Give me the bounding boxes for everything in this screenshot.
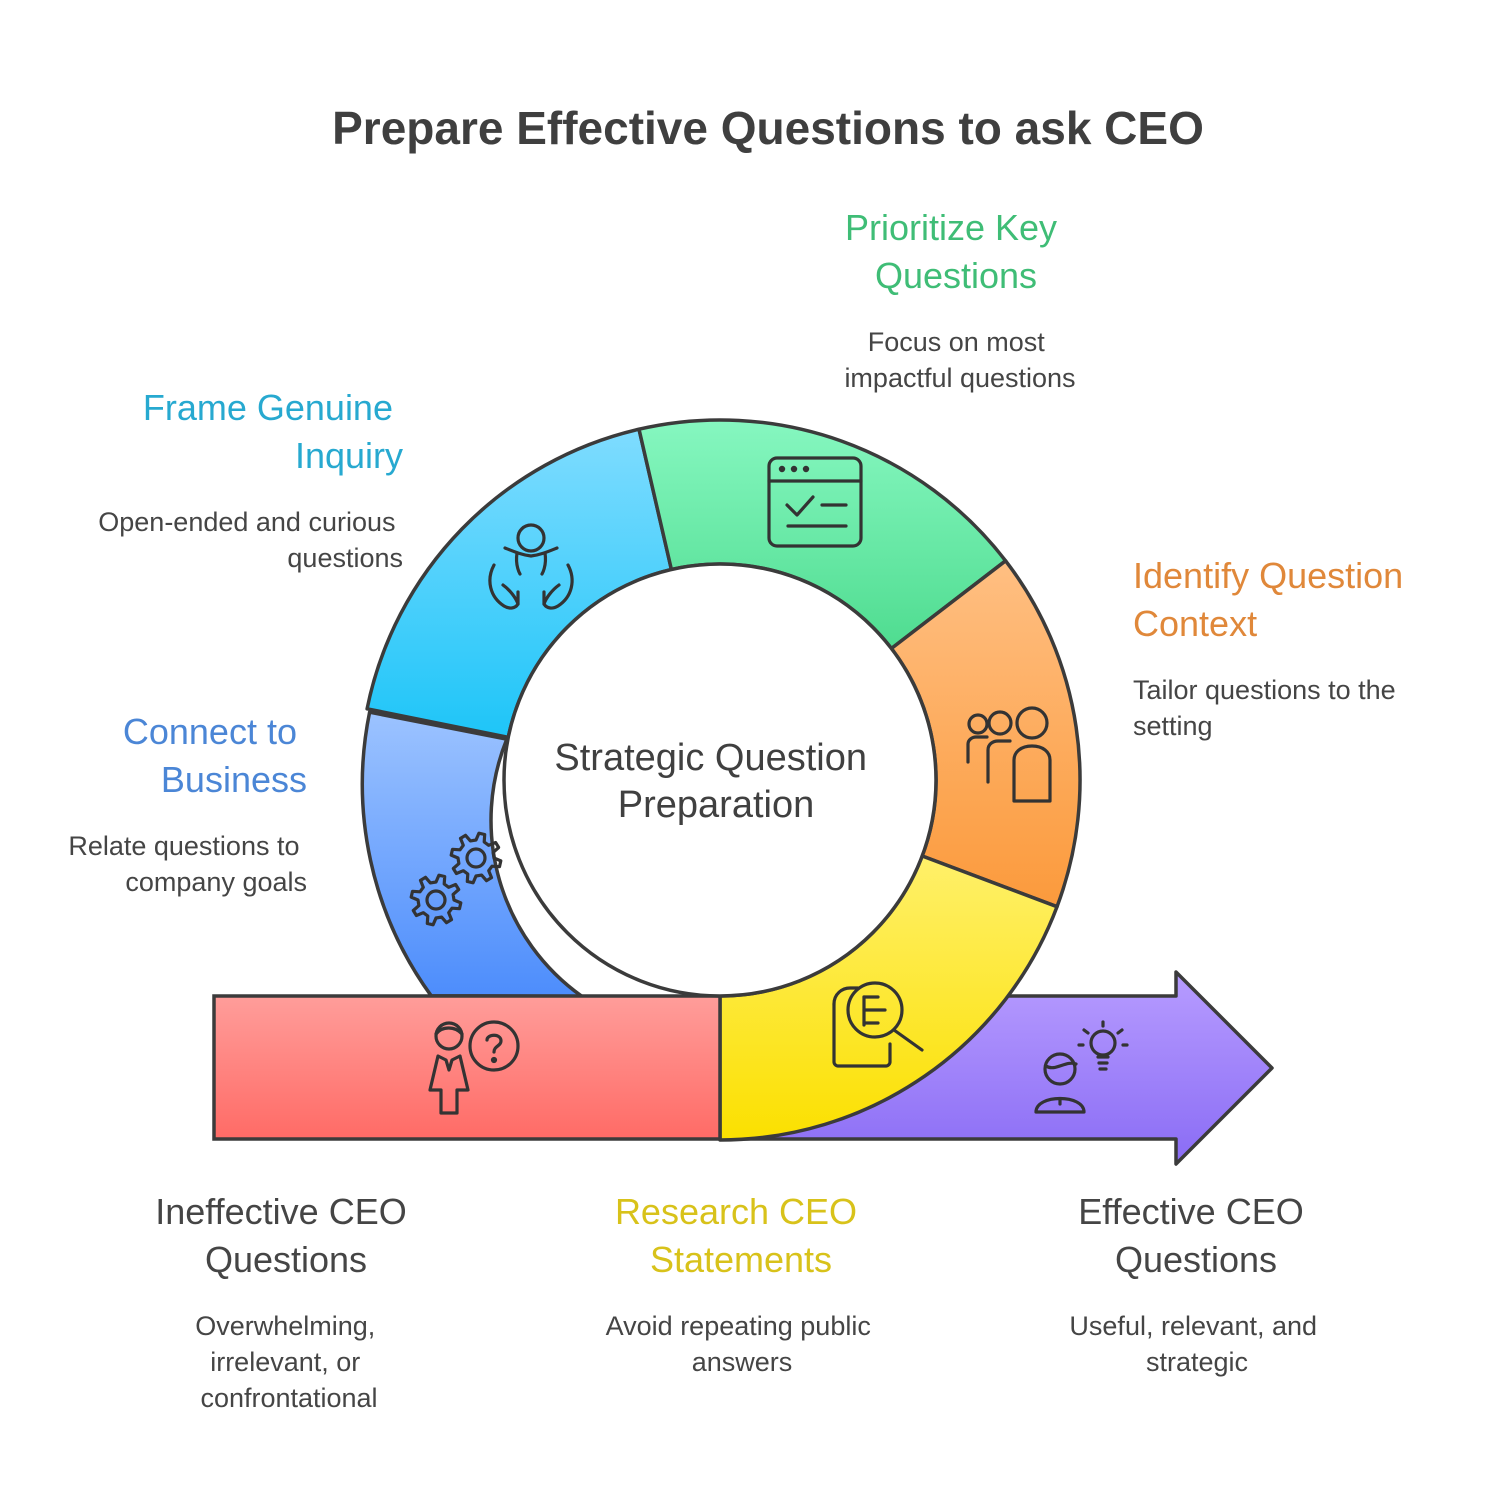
ineffective-desc-line-3: confrontational [200, 1383, 377, 1413]
research-description: Avoid repeating public answers [606, 1311, 879, 1377]
connect-desc-line-2: company goals [125, 867, 307, 897]
frame-desc-line-2: questions [287, 543, 403, 573]
effective-description: Useful, relevant, and strategic [1069, 1311, 1324, 1377]
center-circle [502, 562, 938, 998]
prioritize-title-line-1: Prioritize Key [845, 207, 1057, 248]
identify-title-line-2: Context [1133, 603, 1257, 644]
person-hands-icon [488, 523, 574, 610]
person-question-icon [428, 1020, 520, 1115]
effective-title: Effective CEO Questions [1078, 1191, 1313, 1280]
ring-segment-connect [360, 710, 584, 998]
identify-title-line-1: Identify Question [1133, 555, 1403, 596]
frame-title: Frame Genuine Inquiry [143, 387, 403, 476]
ineffective-desc-line-2: irrelevant, or [210, 1347, 360, 1377]
center-label-line-1: Strategic Question [554, 737, 867, 779]
frame-desc-line-1: Open-ended and curious [98, 507, 395, 537]
checklist-window-icon [767, 456, 863, 548]
identify-desc-line-2: setting [1133, 711, 1213, 741]
identify-title: Identify Question Context [1133, 555, 1413, 644]
effective-desc-line-2: strategic [1146, 1347, 1248, 1377]
effective-desc-line-1: Useful, relevant, and [1069, 1311, 1317, 1341]
connect-title: Connect to Business [123, 711, 307, 800]
prioritize-title-line-2: Questions [875, 255, 1037, 296]
prioritize-description: Focus on most impactful questions [844, 327, 1075, 393]
prioritize-desc-line-1: Focus on most [868, 327, 1046, 357]
connect-title-line-1: Connect to [123, 711, 297, 752]
ineffective-title-line-1: Ineffective CEO [155, 1191, 406, 1232]
ineffective-description: Overwhelming, irrelevant, or confrontati… [195, 1311, 383, 1413]
connect-description: Relate questions to company goals [68, 831, 307, 897]
center-label-line-2: Preparation [618, 784, 814, 826]
center-label: Strategic Question Preparation [554, 737, 877, 826]
identify-desc-line-1: Tailor questions to the [1133, 675, 1396, 705]
page-title: Prepare Effective Questions to ask CEO [332, 102, 1204, 154]
person-idea-icon [1034, 1020, 1129, 1114]
prioritize-title: Prioritize Key Questions [845, 207, 1067, 296]
bar-ineffective-segment [212, 994, 722, 1141]
research-desc-line-1: Avoid repeating public [606, 1311, 871, 1341]
document-search-icon [832, 981, 924, 1068]
frame-title-line-1: Frame Genuine [143, 387, 393, 428]
research-title-line-2: Statements [650, 1239, 832, 1280]
group-people-icon [966, 706, 1052, 803]
connect-title-line-2: Business [161, 759, 307, 800]
frame-title-line-2: Inquiry [295, 435, 403, 476]
ineffective-title: Ineffective CEO Questions [155, 1191, 416, 1280]
frame-description: Open-ended and curious questions [98, 507, 403, 573]
research-desc-line-2: answers [692, 1347, 793, 1377]
connect-desc-line-1: Relate questions to [68, 831, 299, 861]
prioritize-desc-line-2: impactful questions [844, 363, 1075, 393]
gears-icon [409, 831, 503, 927]
research-title: Research CEO Statements [615, 1191, 867, 1280]
effective-title-line-2: Questions [1115, 1239, 1277, 1280]
identify-description: Tailor questions to the setting [1133, 675, 1403, 741]
ineffective-desc-line-1: Overwhelming, [195, 1311, 375, 1341]
effective-title-line-1: Effective CEO [1078, 1191, 1303, 1232]
research-title-line-1: Research CEO [615, 1191, 857, 1232]
ineffective-title-line-2: Questions [205, 1239, 367, 1280]
